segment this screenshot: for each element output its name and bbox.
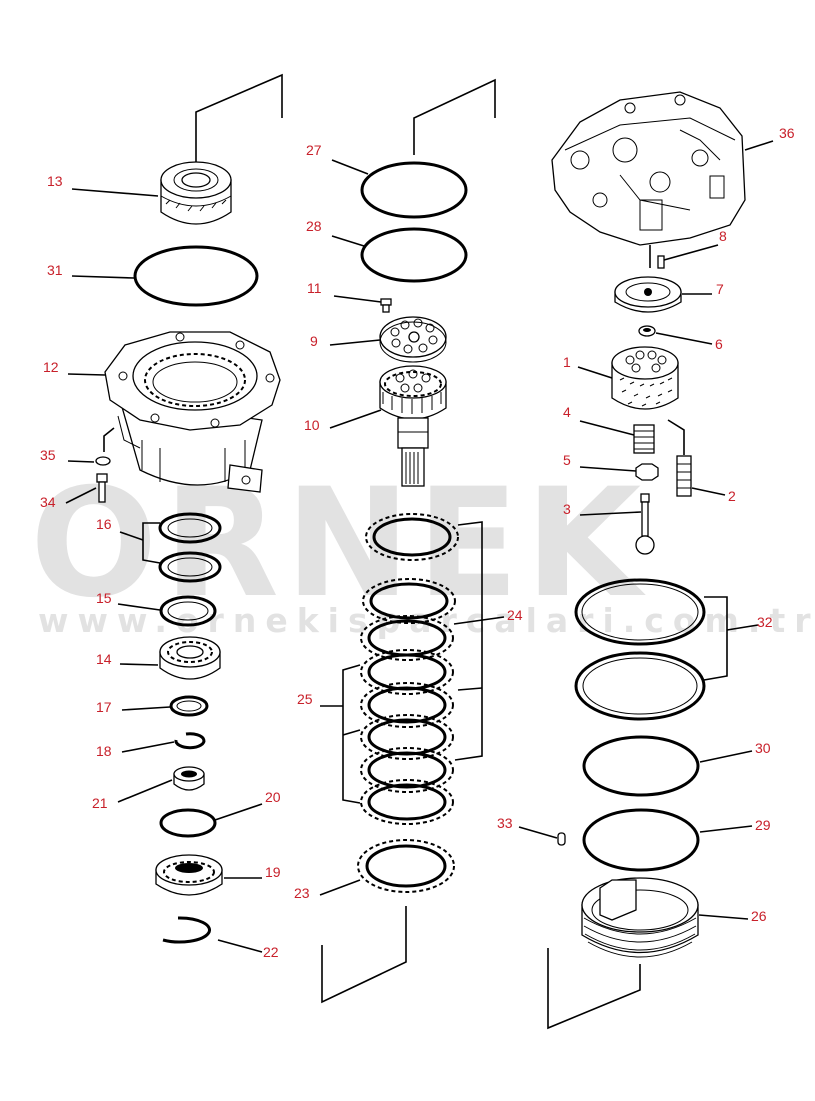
part-26-piston-cover (581, 877, 699, 958)
callout-4: 4 (563, 404, 571, 420)
callout-12: 12 (43, 359, 59, 375)
callout-20: 20 (265, 789, 281, 805)
part-3-piston (635, 493, 655, 555)
leader-35-guide (103, 427, 115, 452)
part-23-gear-disk (357, 839, 455, 893)
part-6-bushing (638, 325, 656, 337)
callout-27: 27 (306, 142, 322, 158)
callout-1: 1 (563, 354, 571, 370)
callout-11: 11 (307, 280, 322, 296)
callout-36: 36 (779, 125, 795, 141)
left-column (95, 73, 283, 944)
part-35-washer (95, 456, 111, 466)
right-column (547, 91, 746, 1030)
part-22-snap-ring (162, 916, 211, 944)
callout-19: 19 (265, 864, 281, 880)
callout-6: 6 (715, 336, 723, 352)
part-12-housing (104, 331, 281, 493)
callout-32: 32 (757, 614, 773, 630)
bracket-bottom-right (547, 948, 641, 1030)
middle-column (321, 78, 496, 1004)
part-33-plug (557, 832, 566, 846)
part-18-snap-ring (174, 732, 206, 750)
callout-23: 23 (294, 885, 310, 901)
part-5-nut (635, 463, 659, 481)
part-7-valve-plate (614, 276, 682, 313)
callout-10: 10 (304, 417, 320, 433)
bracket-bottom-middle (321, 906, 407, 1004)
part-10-gear-shaft (379, 365, 447, 487)
part-31-o-ring (133, 245, 259, 307)
part-2-spool (676, 455, 692, 497)
callout-35: 35 (40, 447, 56, 463)
clutch-disk-stack (360, 513, 459, 825)
part-1-cylinder-block (611, 346, 679, 410)
callout-26: 26 (751, 908, 767, 924)
callout-7: 7 (716, 281, 724, 297)
part-30-o-ring (582, 735, 700, 797)
bracket-ticks (342, 687, 483, 736)
bracket-top-middle (413, 78, 496, 155)
callout-13: 13 (47, 173, 63, 189)
part-13-bearing (160, 161, 232, 225)
callout-17: 17 (96, 699, 112, 715)
part-16-seals (158, 512, 222, 583)
part-19-seal (155, 854, 223, 896)
callout-22: 22 (263, 944, 279, 960)
callout-21: 21 (92, 795, 108, 811)
part-8-pin (657, 255, 665, 269)
part-28-o-ring (360, 227, 468, 283)
bracket-16 (142, 522, 161, 564)
part-21-bushing (173, 766, 205, 791)
callout-14: 14 (96, 651, 112, 667)
part-4-spring (633, 424, 655, 454)
watermark: ORNEK www.ornekisparcalari.com.tr (30, 457, 811, 640)
callout-9: 9 (310, 333, 318, 349)
bracket-32 (703, 596, 728, 681)
callout-28: 28 (306, 218, 322, 234)
callout-33: 33 (497, 815, 513, 831)
callout-2: 2 (728, 488, 736, 504)
callout-30: 30 (755, 740, 771, 756)
callout-25: 25 (297, 691, 313, 707)
callout-16: 16 (96, 516, 112, 532)
part-27-o-ring (360, 161, 468, 219)
callout-5: 5 (563, 452, 571, 468)
callout-18: 18 (96, 743, 112, 759)
part-29-o-ring (582, 808, 700, 872)
callout-15: 15 (96, 590, 112, 606)
part-14-bearing (159, 636, 221, 680)
callout-34: 34 (40, 494, 56, 510)
part-17-ring (169, 695, 209, 717)
part-20-o-ring (159, 808, 217, 838)
callout-labels: 13 31 12 35 34 16 15 14 17 18 21 20 19 2… (40, 125, 795, 960)
part-34-bolt (96, 473, 108, 503)
part-15-ring (159, 595, 217, 627)
part-36-valve-block (551, 91, 746, 246)
part-11-screw (380, 298, 392, 313)
callout-31: 31 (47, 262, 63, 278)
leader-2-guide (667, 419, 685, 455)
part-32-rings (574, 578, 706, 721)
leader-lines (65, 140, 774, 953)
bracket-24 (454, 521, 483, 761)
callout-8: 8 (719, 228, 727, 244)
callout-24: 24 (507, 607, 523, 623)
callout-29: 29 (755, 817, 771, 833)
watermark-brand: ORNEK (30, 457, 647, 631)
bracket-top-left (195, 73, 283, 162)
callout-3: 3 (563, 501, 571, 517)
part-9-plate (379, 316, 447, 363)
